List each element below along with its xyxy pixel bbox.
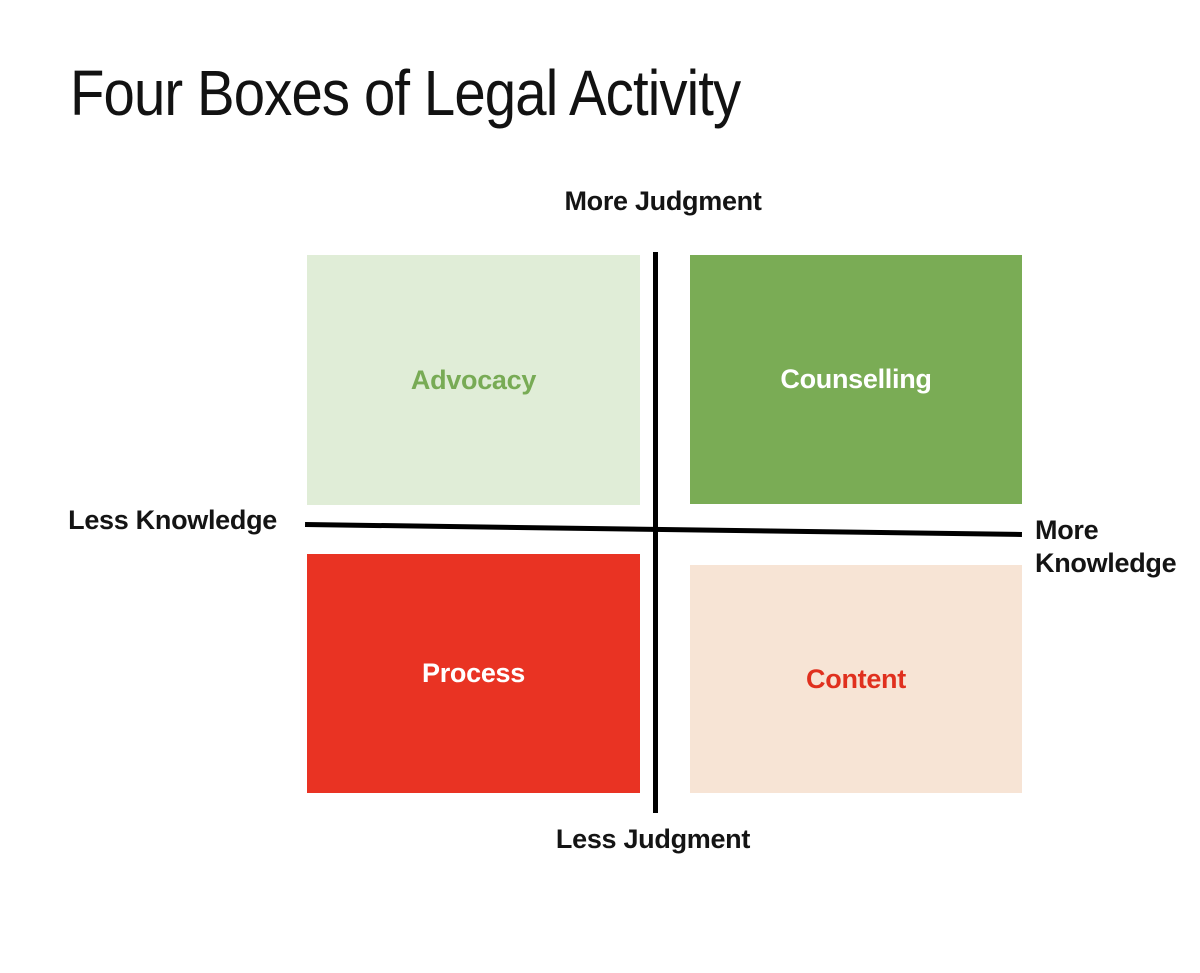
quadrant-content-label: Content [806,663,906,694]
horizontal-axis-line [305,521,1022,538]
quadrant-advocacy: Advocacy [307,255,640,505]
axis-label-more-knowledge-line1: More [1035,515,1099,545]
axis-label-more-judgment: More Judgment [564,186,762,216]
axis-label-more-knowledge-line2: Knowledge [1035,548,1177,578]
page-title: Four Boxes of Legal Activity [70,57,741,129]
quadrant-counselling: Counselling [690,255,1022,504]
quadrant-advocacy-label: Advocacy [410,364,537,395]
axis-label-less-knowledge: Less Knowledge [68,505,277,535]
axis-label-less-judgment: Less Judgment [555,824,751,854]
quadrant-process-label: Process [422,658,525,688]
axis-label-more-knowledge: More Knowledge [1035,514,1177,580]
quadrant-process: Process [307,554,640,793]
quadrant-content: Content [690,565,1022,793]
vertical-axis-line [653,252,658,813]
quadrant-counselling-label: Counselling [780,364,932,394]
